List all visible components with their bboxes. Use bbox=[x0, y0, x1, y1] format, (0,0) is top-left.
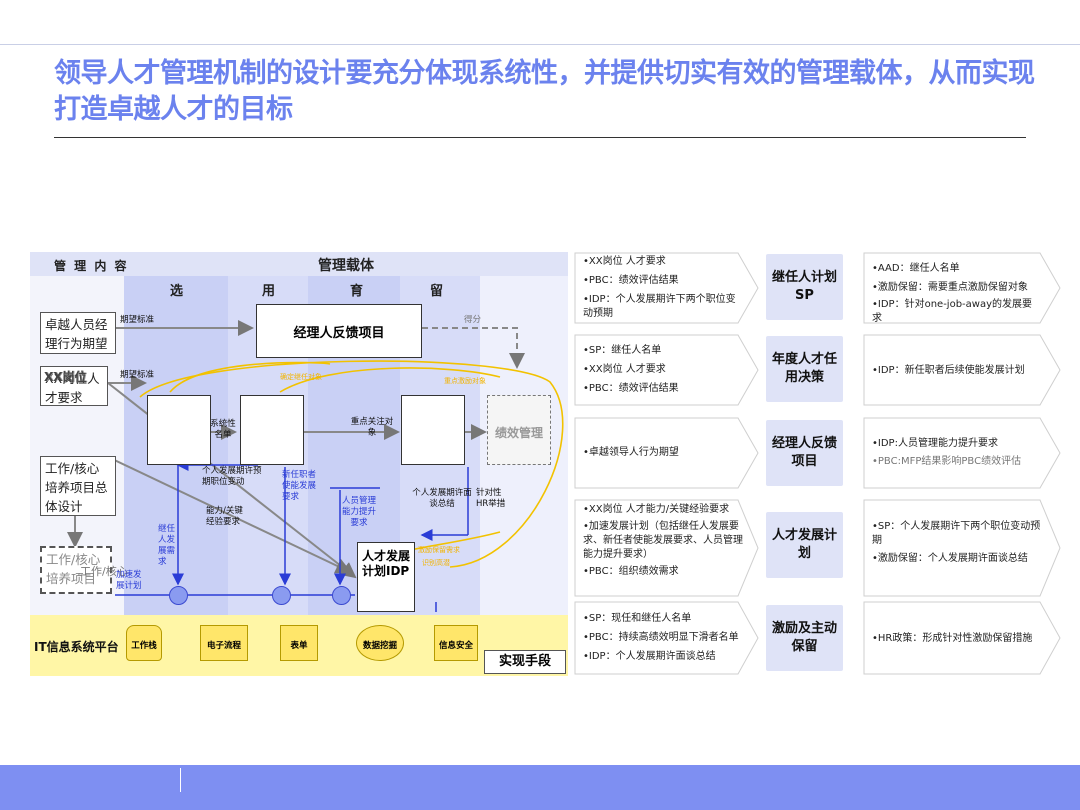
row5-output-1: •HR政策：形成针对性激励保留措施 bbox=[872, 633, 1033, 644]
it-item-data-mining-label: 数据挖掘 bbox=[362, 641, 397, 651]
label-new-manager: 新任职者使能发展要求 bbox=[282, 470, 317, 502]
label-personal-plan: 个人发展期许预期职位变动 bbox=[202, 466, 262, 487]
row4-output-1: •SP：个人发展期许下两个职位变动预期 bbox=[872, 521, 1041, 546]
box-core-training-project: 工作/核心培养项目 bbox=[40, 546, 112, 594]
select-stage-box bbox=[147, 395, 211, 465]
footer-divider bbox=[180, 768, 181, 792]
performance-label: 绩效管理 bbox=[494, 426, 543, 440]
stage-select: 选 bbox=[170, 284, 184, 299]
row3-output-1: •IDP:人员管理能力提升要求 bbox=[872, 438, 998, 449]
row1-input-1: •XX岗位 人才要求 bbox=[583, 256, 666, 267]
box-core-training-design: 工作/核心培养项目总体设计 bbox=[40, 456, 116, 516]
it-item-forms: 表单 bbox=[280, 625, 318, 661]
label-ability: 能力/关键经验要求 bbox=[206, 506, 243, 527]
it-item-data-mining: 数据挖掘 bbox=[356, 625, 404, 661]
flow-node bbox=[272, 586, 291, 605]
means-label: 实现手段 bbox=[484, 650, 566, 674]
flow-node bbox=[169, 586, 188, 605]
header-management-carrier: 管理载体 bbox=[318, 258, 374, 274]
it-item-info-security-label: 信息安全 bbox=[438, 641, 473, 651]
label-key-focus: 重点关注对象 bbox=[350, 417, 394, 438]
page-title: 领导人才管理机制的设计要充分体现系统性，并提供切实有效的管理载体，从而实现打造卓… bbox=[54, 58, 1035, 125]
row4-output-2: •激励保留：个人发展期许面谈总结 bbox=[872, 553, 1028, 564]
row5-inputs: •SP：现任和继任人名单 •PBC：持续高绩效明显下滑者名单 •IDP：个人发展… bbox=[583, 612, 743, 664]
it-item-workstack-label: 工作栈 bbox=[131, 641, 157, 651]
label-targeted-hr: 针对性HR举措 bbox=[476, 488, 506, 509]
row4-input-1: •XX岗位 人才能力/关键经验要求 bbox=[583, 504, 730, 515]
stage-retain: 留 bbox=[430, 284, 444, 299]
program-successor-plan: 继任人计划SP bbox=[766, 254, 843, 320]
program-incentive-retention: 激励及主动保留 bbox=[766, 605, 843, 671]
program-talent-development-plan: 人才发展计划 bbox=[766, 512, 843, 578]
row3-output-2: •PBC:MFP结果影响PBC绩效评估 bbox=[872, 456, 1022, 467]
talent-plan-box: 人才发展计划IDP bbox=[357, 542, 415, 612]
row1-output-2: •激励保留：需要重点激励保留对象 bbox=[872, 282, 1028, 293]
overlay-work-core: 工作/核心 bbox=[80, 565, 128, 578]
row1-output-3: •IDP：针对one-job-away的发展要求 bbox=[872, 299, 1033, 324]
use-stage-box bbox=[240, 395, 304, 465]
box-position-talent-requirement-label: XX岗位人才要求 bbox=[45, 371, 100, 405]
program-manager-feedback: 经理人反馈项目 bbox=[766, 420, 843, 486]
row3-inputs: •卓越领导人行为期望 bbox=[583, 446, 743, 460]
label-yellow-4: 识别高潜 bbox=[422, 559, 450, 567]
label-yellow-1: 确定继任对象 bbox=[280, 373, 322, 381]
box-excellent-manager-behavior: 卓越人员经理行为期望 bbox=[40, 312, 116, 354]
it-item-workstack: 工作栈 bbox=[126, 625, 162, 661]
manager-feedback-box: 经理人反馈项目 bbox=[256, 304, 422, 358]
header-management-content: 管 理 内 容 bbox=[54, 259, 129, 273]
label-expect-1: 期望标准 bbox=[120, 315, 155, 325]
label-accelerate: 加速发展计划 bbox=[116, 570, 142, 591]
row1-outputs: •AAD：继任人名单 •激励保留：需要重点激励保留对象 •IDP：针对one-j… bbox=[872, 262, 1040, 326]
it-item-forms-label: 表单 bbox=[290, 641, 308, 651]
row1-input-2: •PBC：绩效评估结果 bbox=[583, 275, 679, 286]
row1-inputs: •XX岗位 人才要求 •PBC：绩效评估结果 •IDP：个人发展期许下两个职位变… bbox=[583, 255, 743, 321]
row4-input-3: •PBC：组织绩效需求 bbox=[583, 566, 679, 577]
retain-stage-box bbox=[401, 395, 465, 465]
overlay-xx-position: XX岗位 bbox=[44, 370, 87, 384]
it-item-info-security: 信息安全 bbox=[434, 625, 478, 661]
it-item-e-process: 电子流程 bbox=[200, 625, 248, 661]
row5-input-2: •PBC：持续高绩效明显下滑者名单 bbox=[583, 632, 739, 643]
it-item-e-process-label: 电子流程 bbox=[206, 641, 241, 651]
row3-input-1: •卓越领导人行为期望 bbox=[583, 447, 679, 458]
box-position-talent-requirement: XX岗位人才要求 bbox=[40, 366, 108, 406]
row2-input-2: •XX岗位 人才要求 bbox=[583, 364, 666, 375]
stage-use: 用 bbox=[262, 284, 276, 299]
footer-bar bbox=[0, 765, 1080, 810]
row1-output-1: •AAD：继任人名单 bbox=[872, 263, 960, 274]
flow-node bbox=[332, 586, 351, 605]
row2-input-1: •SP：继任人名单 bbox=[583, 345, 662, 356]
performance-box: 绩效管理 bbox=[487, 395, 551, 465]
row4-inputs: •XX岗位 人才能力/关键经验要求 •加速发展计划（包括继任人发展要求、新任者使… bbox=[583, 503, 743, 579]
diagram-connectors bbox=[67, 320, 564, 612]
row4-outputs: •SP：个人发展期许下两个职位变动预期 •激励保留：个人发展期许面谈总结 bbox=[872, 520, 1044, 566]
label-expect-2: 期望标准 bbox=[120, 370, 155, 380]
row4-input-2: •加速发展计划（包括继任人发展要求、新任者使能发展要求、人员管理能力提升要求） bbox=[583, 521, 743, 560]
row5-input-1: •SP：现任和继任人名单 bbox=[583, 613, 692, 624]
program-annual-talent-decision: 年度人才任用决策 bbox=[766, 336, 843, 402]
label-personal-review: 个人发展期许面谈总结 bbox=[412, 488, 472, 509]
row5-input-3: •IDP：个人发展期许面谈总结 bbox=[583, 651, 716, 662]
label-score: 得分 bbox=[464, 315, 482, 325]
label-successor-needs: 继任人发展需求 bbox=[158, 524, 176, 567]
label-staff-management: 人员管理能力提升要求 bbox=[341, 496, 376, 528]
label-yellow-2: 重点激励对象 bbox=[444, 377, 486, 385]
it-platform-label: IT信息系统平台 bbox=[34, 640, 119, 654]
top-divider bbox=[0, 44, 1080, 45]
row5-outputs: •HR政策：形成针对性激励保留措施 bbox=[872, 632, 1040, 646]
label-system-list: 系统性名单 bbox=[210, 419, 236, 440]
management-diagram: 管 理 内 容 管理载体 选 用 育 留 bbox=[30, 252, 568, 676]
row2-outputs: •IDP：新任职者后续使能发展计划 bbox=[872, 364, 1040, 378]
row3-outputs: •IDP:人员管理能力提升要求 •PBC:MFP结果影响PBC绩效评估 bbox=[872, 437, 1040, 469]
diagram-header-bar bbox=[30, 252, 568, 276]
row2-input-3: •PBC：绩效评估结果 bbox=[583, 383, 679, 394]
row1-input-3: •IDP：个人发展期许下两个职位变动预期 bbox=[583, 294, 736, 319]
title-underline bbox=[54, 137, 1026, 138]
row2-output-1: •IDP：新任职者后续使能发展计划 bbox=[872, 365, 1025, 376]
row2-inputs: •SP：继任人名单 •XX岗位 人才要求 •PBC：绩效评估结果 bbox=[583, 344, 743, 396]
label-yellow-3: 激励保留需求 bbox=[418, 546, 460, 554]
stage-develop: 育 bbox=[350, 284, 364, 299]
